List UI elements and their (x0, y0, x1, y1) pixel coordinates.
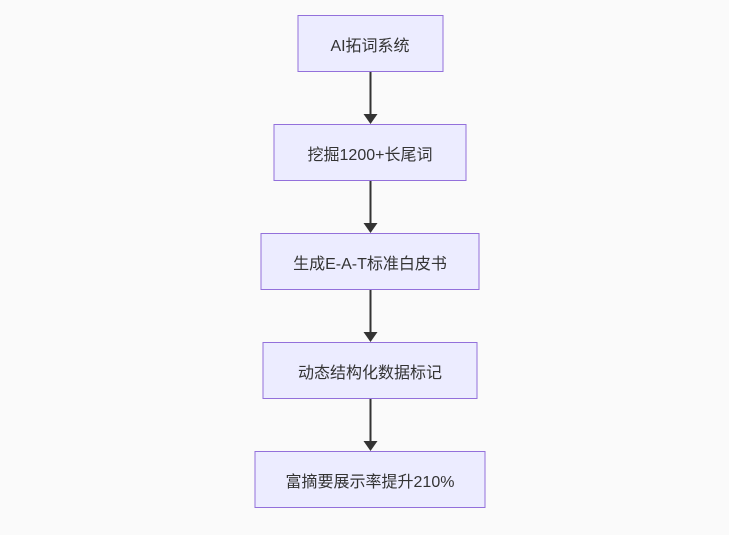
edge-line (369, 290, 371, 332)
node-label: AI拓词系统 (330, 37, 410, 55)
flow-edge-2 (363, 181, 377, 233)
flow-edge-4 (363, 399, 377, 451)
arrowhead-down-icon (363, 223, 377, 233)
flowchart-node-eat-whitepaper: 生成E-A-T标准白皮书 (260, 233, 480, 290)
edge-line (369, 399, 371, 441)
flowchart-node-rich-snippet-uplift: 富摘要展示率提升210% (254, 451, 486, 508)
flowchart-node-ai-keyword-system: AI拓词系统 (297, 15, 443, 72)
node-label: 动态结构化数据标记 (297, 364, 442, 382)
arrowhead-down-icon (363, 441, 377, 451)
flow-edge-1 (363, 72, 377, 124)
node-label: 富摘要展示率提升210% (285, 473, 455, 491)
flow-edge-3 (363, 290, 377, 342)
edge-line (369, 181, 371, 223)
node-label: 挖掘1200+长尾词 (307, 146, 433, 164)
node-label: 生成E-A-T标准白皮书 (293, 255, 447, 273)
arrowhead-down-icon (363, 114, 377, 124)
arrowhead-down-icon (363, 332, 377, 342)
flowchart-node-structured-data-markup: 动态结构化数据标记 (262, 342, 478, 399)
flowchart-node-longtail-mining: 挖掘1200+长尾词 (273, 124, 467, 181)
edge-line (369, 72, 371, 114)
flowchart-column: AI拓词系统 挖掘1200+长尾词 生成E-A-T标准白皮书 动态结构化数据标记 (254, 15, 486, 508)
